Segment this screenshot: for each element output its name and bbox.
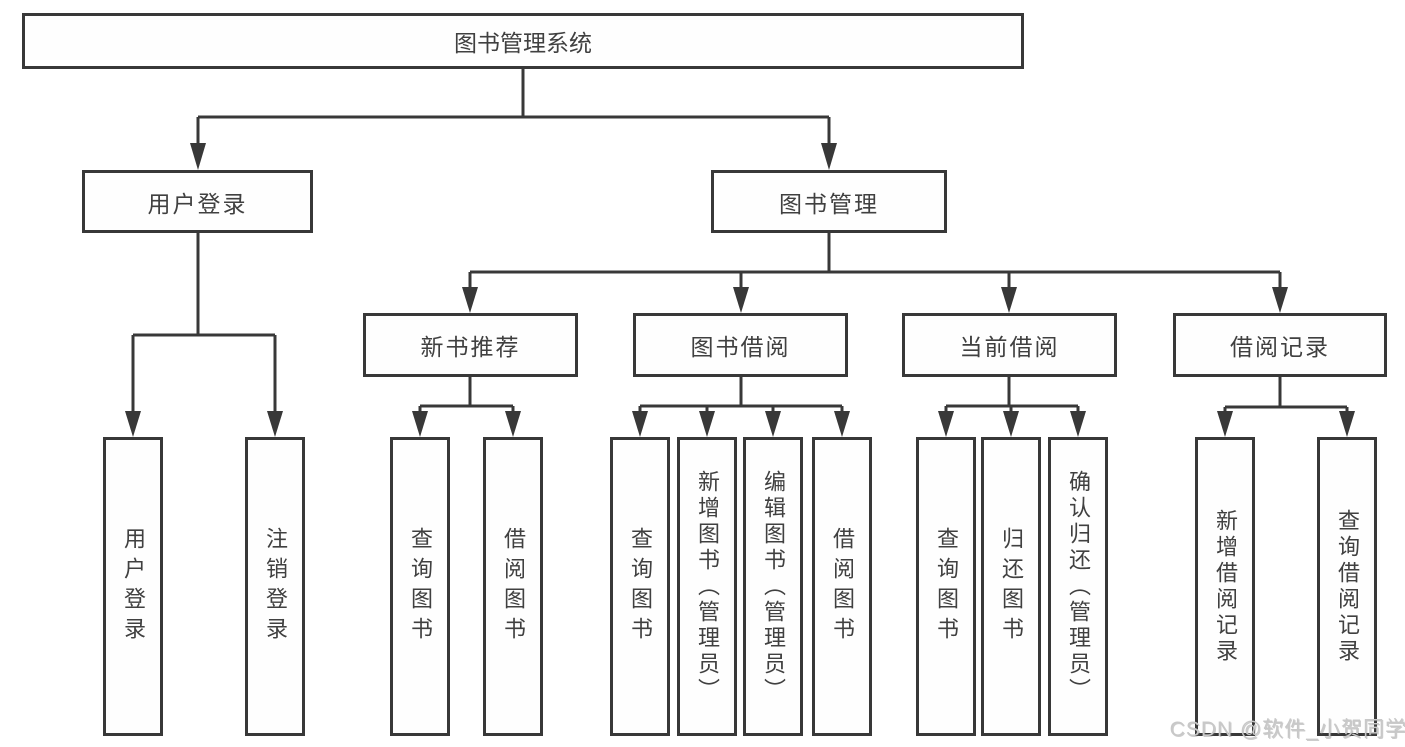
- node-book-management-label: 图书管理: [779, 190, 879, 217]
- node-book-borrow: 图书借阅: [633, 313, 848, 377]
- leaf-current-return-book: 归还图书: [981, 437, 1041, 736]
- node-borrow-record-label: 借阅记录: [1230, 334, 1330, 360]
- leaf-current-search-book: 查询图书: [916, 437, 976, 736]
- node-new-book-recommend-label: 新书推荐: [420, 334, 521, 360]
- node-borrow-record: 借阅记录: [1173, 313, 1387, 377]
- leaf-user-login-label: 用户登录: [121, 526, 146, 647]
- node-root-label: 图书管理系统: [454, 30, 592, 56]
- node-root: 图书管理系统: [22, 13, 1024, 69]
- leaf-logout-login: 注销登录: [245, 437, 305, 736]
- leaf-recommend-search-book: 查询图书: [390, 437, 450, 736]
- node-book-management: 图书管理: [711, 170, 947, 233]
- leaf-current-confirm-return-admin: 确认归还（管理员）: [1048, 437, 1108, 736]
- leaf-current-search-book-label: 查询图书: [934, 526, 959, 647]
- leaf-borrow-borrow-book: 借阅图书: [812, 437, 872, 736]
- node-current-borrow: 当前借阅: [902, 313, 1117, 377]
- leaf-logout-login-label: 注销登录: [263, 526, 288, 647]
- connector-user-login: [131, 233, 277, 413]
- leaf-borrow-search-book-label: 查询图书: [628, 526, 653, 647]
- leaf-recommend-search-book-label: 查询图书: [408, 526, 433, 647]
- node-user-login: 用户登录: [82, 170, 313, 233]
- leaf-borrow-edit-book-admin-label: 编辑图书（管理员）: [761, 469, 786, 704]
- node-user-login-label: 用户登录: [147, 190, 248, 217]
- connector-book-borrow: [638, 377, 844, 414]
- leaf-current-confirm-return-admin-label: 确认归还（管理员）: [1066, 469, 1091, 704]
- connector-new-book-recommend: [418, 377, 515, 414]
- connector-current-borrow: [944, 377, 1080, 414]
- leaf-recommend-borrow-book: 借阅图书: [483, 437, 543, 736]
- watermark: CSDN @软件_小贺同学: [1169, 718, 1405, 741]
- leaf-current-return-book-label: 归还图书: [999, 526, 1024, 647]
- node-book-borrow-label: 图书借阅: [690, 334, 791, 360]
- node-current-borrow-label: 当前借阅: [959, 334, 1060, 360]
- leaf-record-add-record-label: 新增借阅记录: [1213, 508, 1238, 665]
- leaf-borrow-borrow-book-label: 借阅图书: [830, 526, 855, 647]
- node-new-book-recommend: 新书推荐: [363, 313, 578, 377]
- connector-borrow-record: [1223, 377, 1349, 414]
- leaf-borrow-add-book-admin: 新增图书（管理员）: [677, 437, 737, 736]
- connector-book-management: [468, 233, 1282, 290]
- leaf-borrow-edit-book-admin: 编辑图书（管理员）: [743, 437, 803, 736]
- leaf-borrow-search-book: 查询图书: [610, 437, 670, 736]
- leaf-record-search-record-label: 查询借阅记录: [1335, 508, 1360, 665]
- leaf-borrow-add-book-admin-label: 新增图书（管理员）: [695, 469, 720, 704]
- leaf-record-add-record: 新增借阅记录: [1195, 437, 1255, 736]
- leaf-recommend-borrow-book-label: 借阅图书: [501, 526, 526, 647]
- leaf-user-login: 用户登录: [103, 437, 163, 736]
- connector-root: [196, 69, 831, 145]
- leaf-record-search-record: 查询借阅记录: [1317, 437, 1377, 736]
